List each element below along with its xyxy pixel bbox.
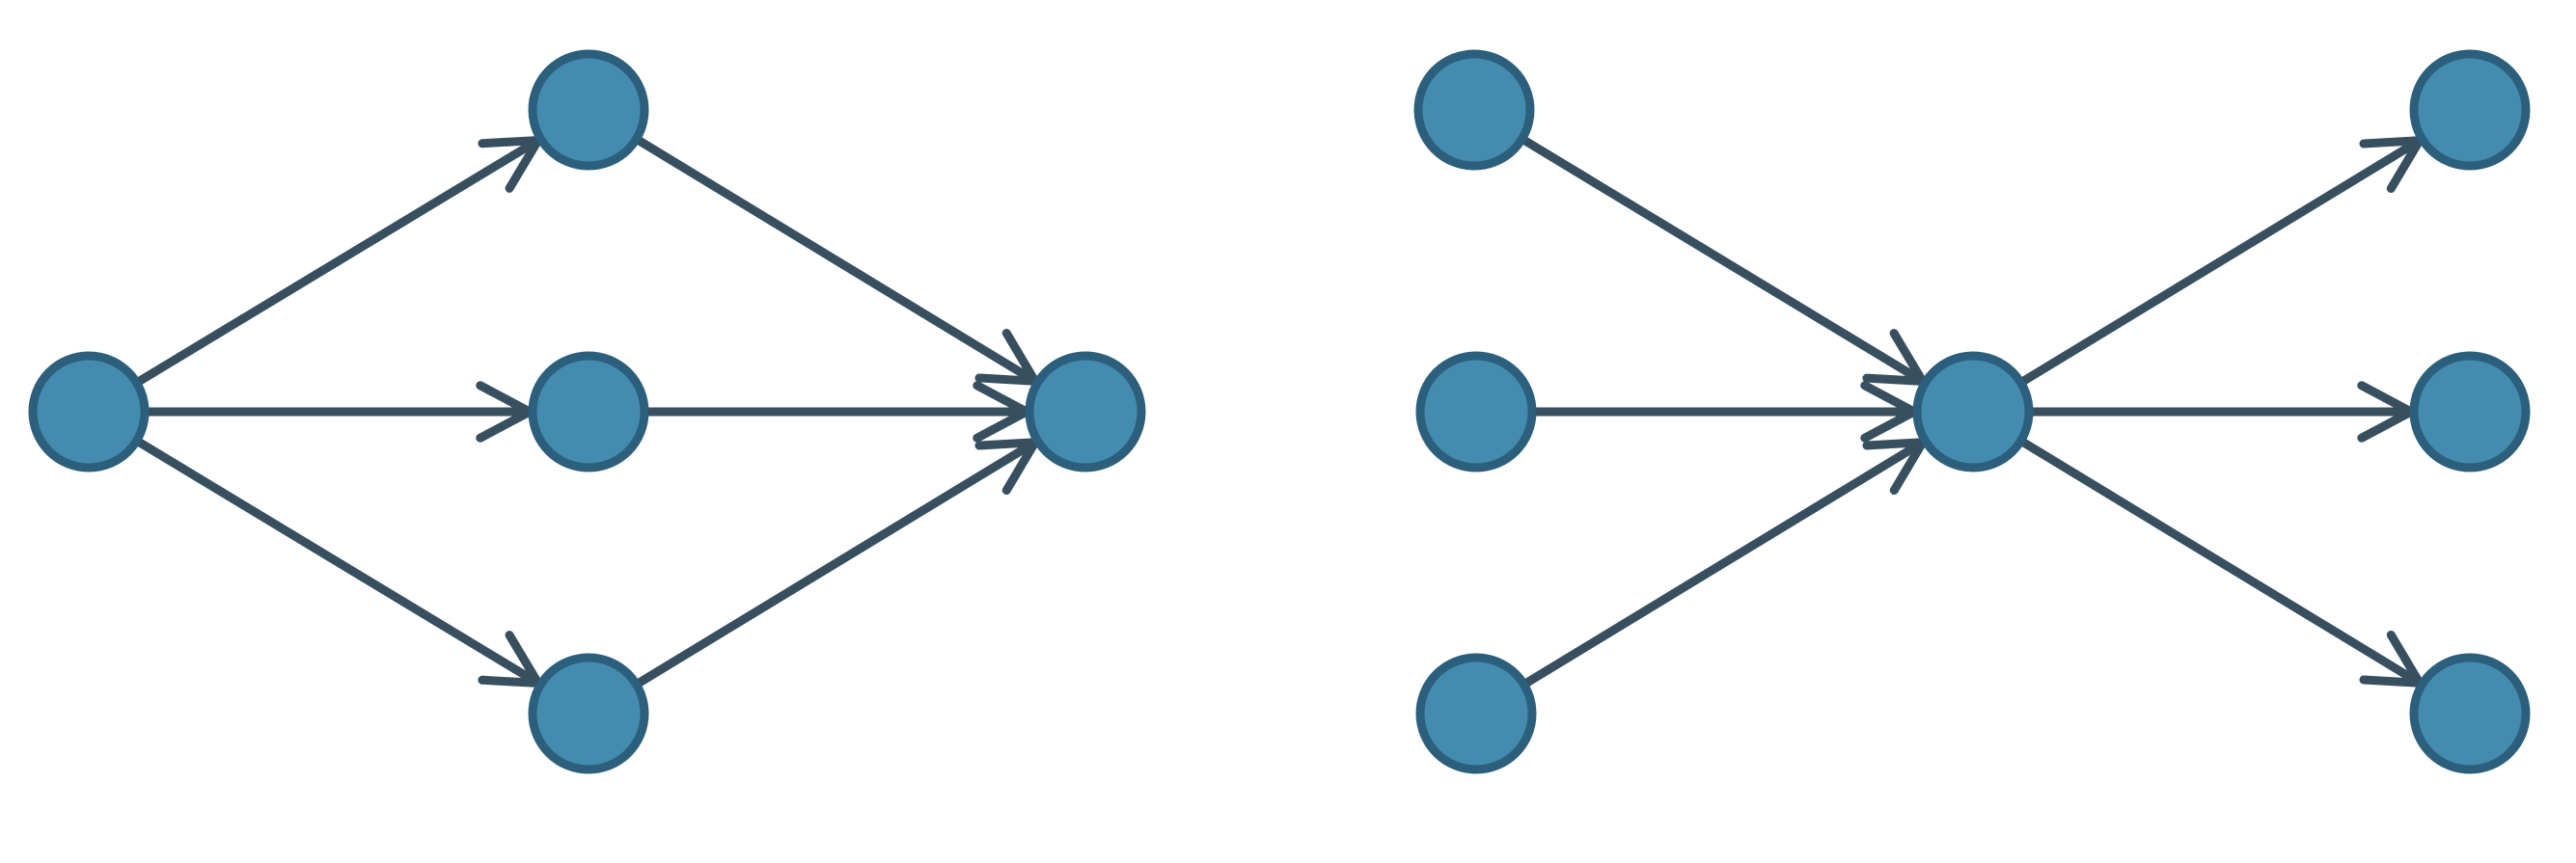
node-circle xyxy=(528,49,649,171)
edge-line xyxy=(632,438,1040,689)
node-circle xyxy=(528,351,649,472)
edge-a-to-c xyxy=(140,381,539,443)
node-i xyxy=(1912,351,2034,472)
node-circle xyxy=(1415,653,1537,774)
edge-f-to-i xyxy=(1518,134,1932,387)
edge-i-to-k xyxy=(2024,381,2421,443)
edge-line xyxy=(2016,436,2425,688)
node-circle xyxy=(2409,351,2531,472)
node-circle xyxy=(1912,351,2034,472)
edge-line xyxy=(2016,136,2425,388)
edge-line xyxy=(132,436,543,688)
node-circle xyxy=(2409,653,2531,774)
node-circle xyxy=(2409,49,2531,171)
edge-c-to-e xyxy=(640,381,1036,443)
node-circle xyxy=(1025,351,1146,472)
node-f xyxy=(1413,49,1535,171)
node-g xyxy=(1415,351,1537,472)
node-l xyxy=(2409,653,2531,774)
nodes-layer xyxy=(28,49,2531,774)
node-d xyxy=(528,653,649,774)
edge-a-to-b xyxy=(132,135,546,388)
node-c xyxy=(528,351,649,472)
edges-layer xyxy=(132,134,2428,689)
node-circle xyxy=(1415,351,1537,472)
edge-h-to-i xyxy=(1520,437,1932,689)
edge-line xyxy=(1520,438,1928,689)
edge-i-to-j xyxy=(2016,135,2428,388)
edge-b-to-e xyxy=(632,134,1044,387)
edge-i-to-l xyxy=(2016,436,2428,688)
node-j xyxy=(2409,49,2531,171)
node-b xyxy=(528,49,649,171)
edge-d-to-e xyxy=(632,437,1044,689)
edge-line xyxy=(632,134,1040,386)
node-circle xyxy=(1413,49,1535,171)
edge-line xyxy=(1518,134,1928,386)
node-k xyxy=(2409,351,2531,472)
node-circle xyxy=(528,653,649,774)
edge-a-to-d xyxy=(132,436,546,688)
edge-g-to-i xyxy=(1527,381,1924,443)
node-e xyxy=(1025,351,1146,472)
edge-line xyxy=(132,136,543,388)
node-h xyxy=(1415,653,1537,774)
node-circle xyxy=(28,351,150,472)
node-a xyxy=(28,351,150,472)
